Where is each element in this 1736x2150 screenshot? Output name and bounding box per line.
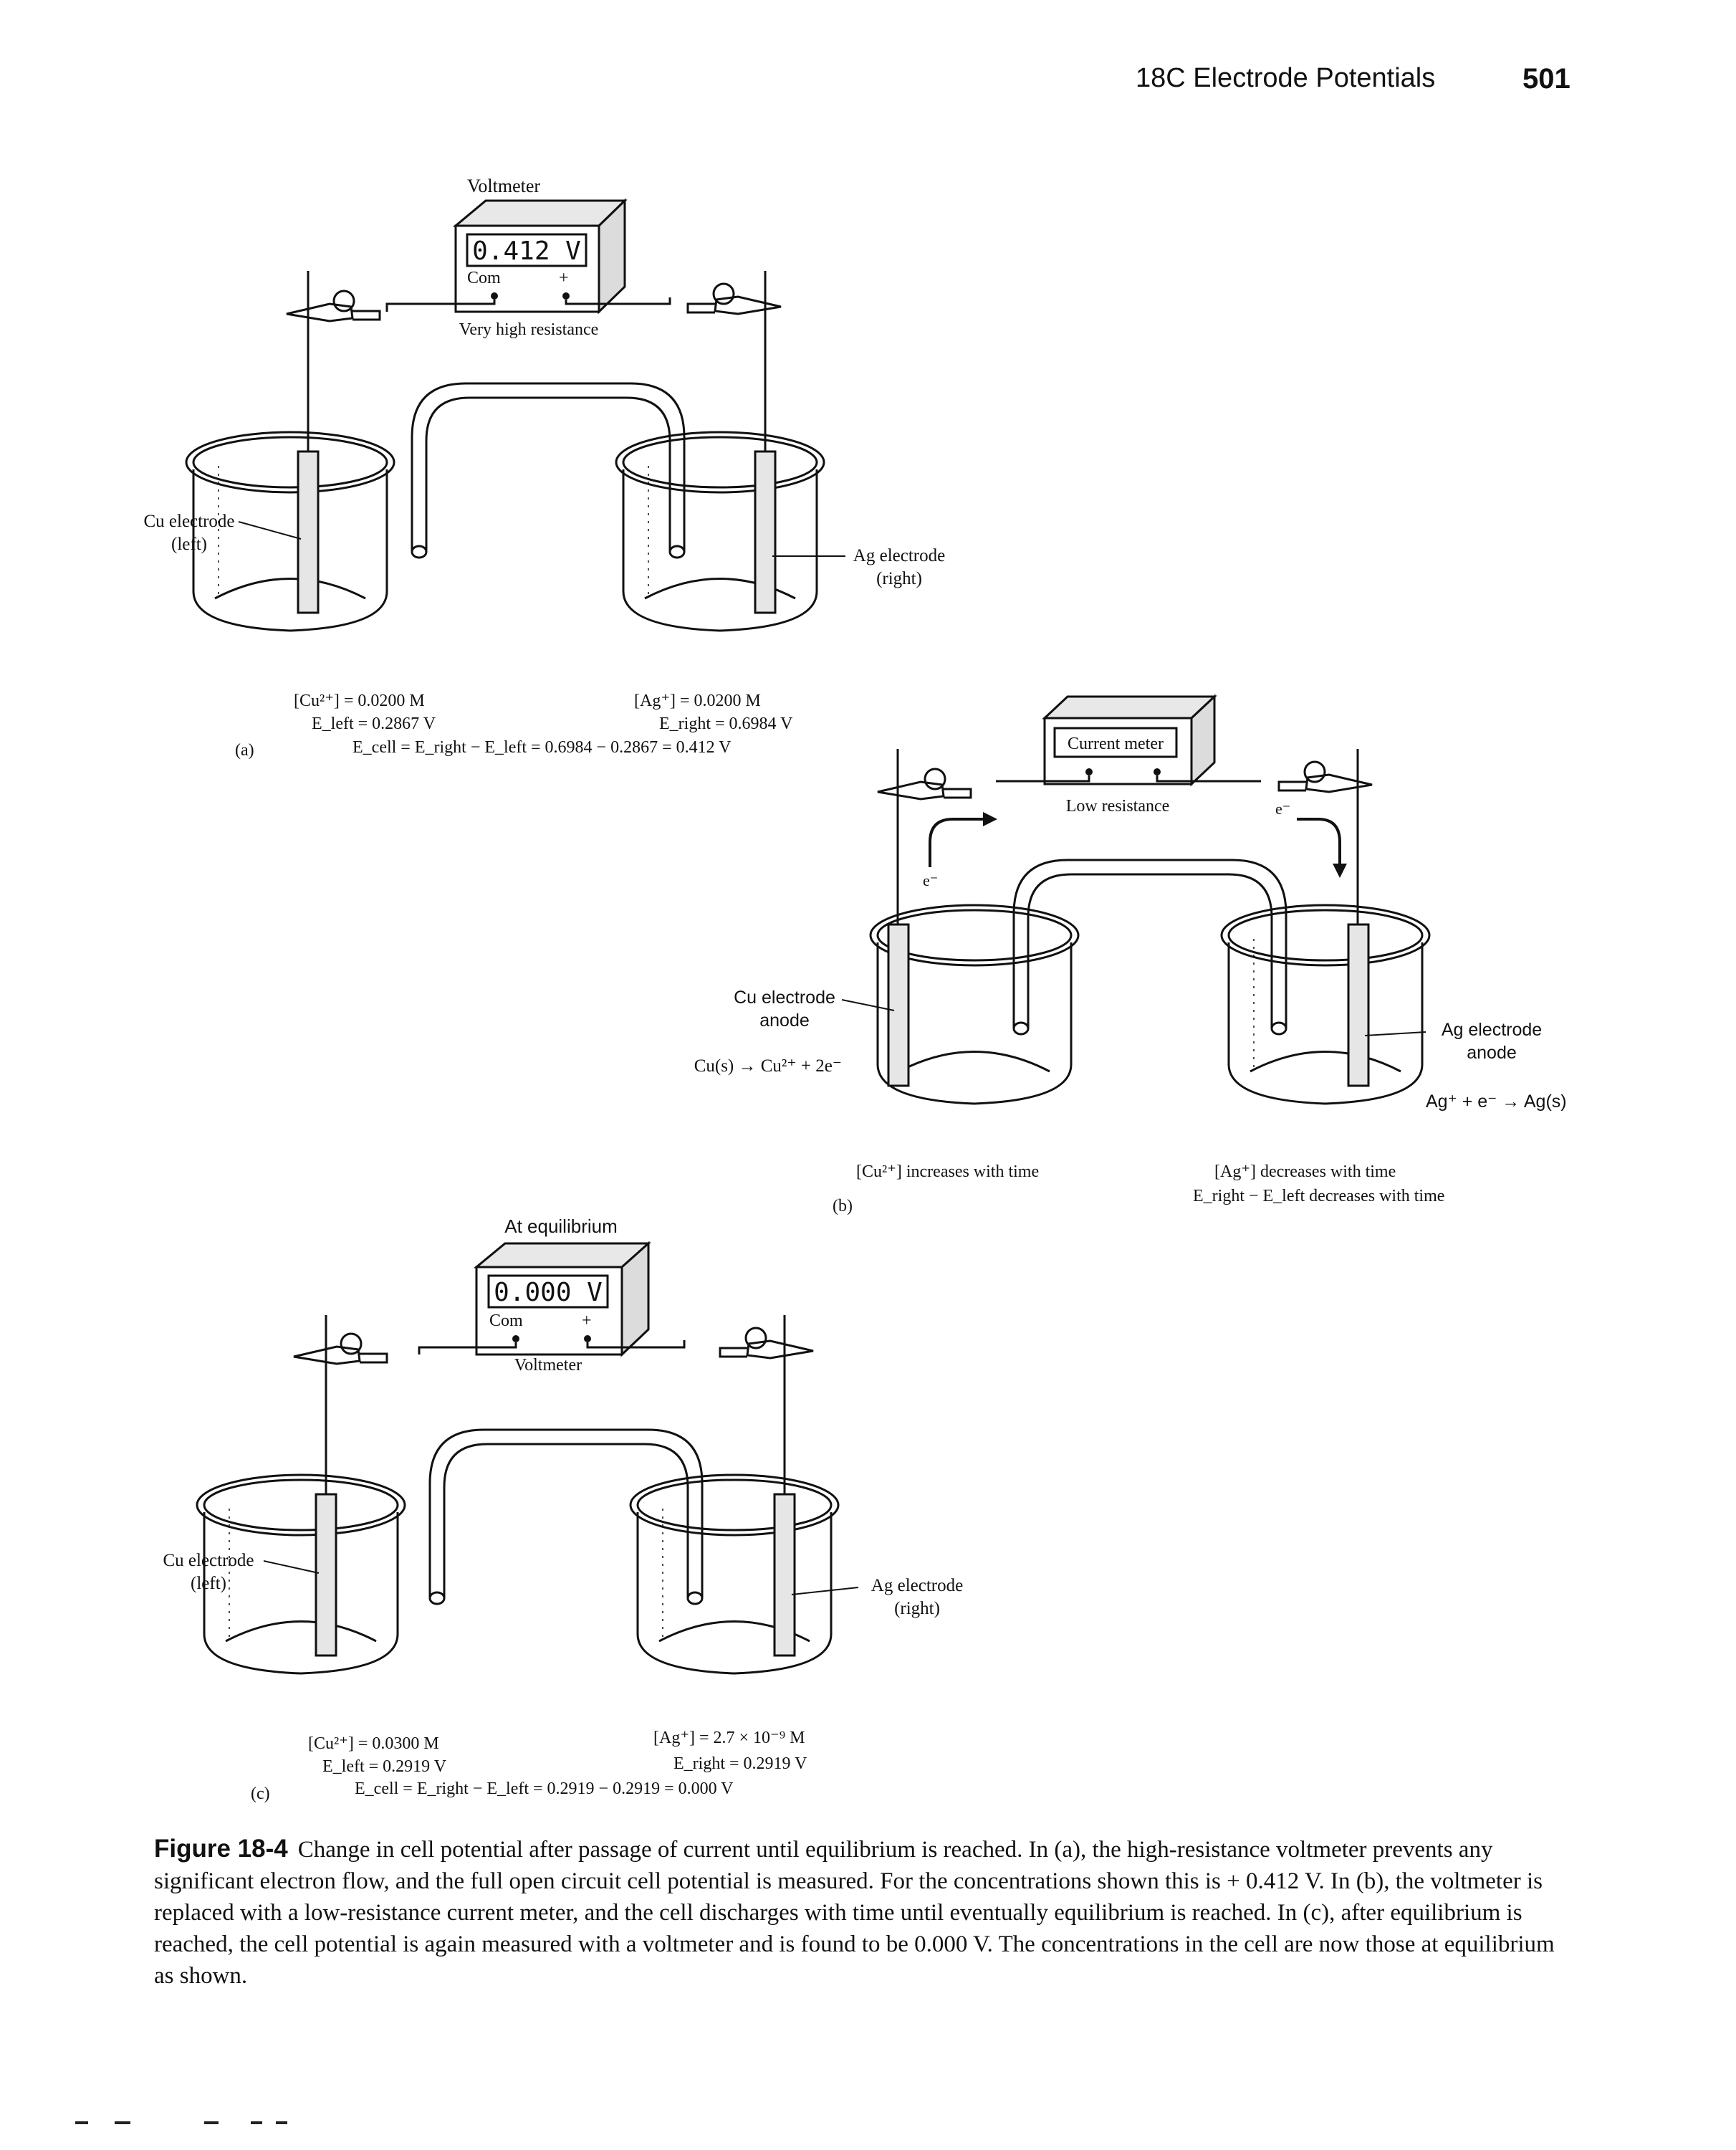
alligator-clip-right-b — [1277, 749, 1373, 946]
panel-c-meter-title: At equilibrium — [504, 1215, 618, 1237]
panel-a-cell-equation: E_cell = E_right − E_left = 0.6984 − 0.2… — [353, 738, 732, 757]
panel-c-cell-equation: E_cell = E_right − E_left = 0.2919 − 0.2… — [355, 1779, 734, 1798]
panel-c-left-electrode-label: Cu electrode — [163, 1551, 254, 1570]
panel-a-left-conc: [Cu²⁺] = 0.0200 M — [294, 692, 425, 710]
beaker-right-b — [1220, 904, 1431, 1105]
alligator-clip-right-a — [686, 271, 782, 469]
panel-c-right-electrode-label: Ag electrode — [871, 1576, 963, 1595]
panel-a-left-electrode-label: Cu electrode — [143, 512, 234, 531]
panel-a-right-conc: [Ag⁺] = 0.0200 M — [634, 692, 761, 710]
alligator-clip-left-c — [292, 1315, 388, 1512]
scan-mark — [204, 2121, 219, 2124]
panel-b-resistance-note: Low resistance — [1066, 797, 1170, 816]
panel-a-open-circuit: Voltmeter 0.412 V Com + Very high resist… — [143, 176, 945, 760]
panel-a-resistance-note: Very high resistance — [459, 320, 599, 339]
panel-b-right-reaction: Ag⁺ + e⁻ → Ag(s) — [1426, 1091, 1567, 1112]
panel-a-right-potential: E_right = 0.6984 V — [659, 715, 793, 733]
panel-c-right-conc: [Ag⁺] = 2.7 × 10⁻⁹ M — [653, 1729, 805, 1747]
alligator-clip-left-a — [285, 271, 381, 469]
voltmeter-a-com-label: Com — [467, 269, 501, 287]
panel-c-right-electrode-sub: (right) — [894, 1599, 940, 1618]
panel-a-left-potential: E_left = 0.2867 V — [312, 715, 436, 733]
panel-a-meter-title: Voltmeter — [467, 176, 540, 196]
electron-arrow-left — [929, 812, 997, 867]
ag-electrode-b — [1347, 923, 1370, 1087]
alligator-clip-right-c — [719, 1315, 815, 1512]
panel-b-left-electrode-sub: anode — [759, 1010, 810, 1031]
panel-c-left-potential: E_left = 0.2919 V — [322, 1757, 447, 1776]
figure-caption-text: Change in cell potential after passage o… — [154, 1837, 1555, 1989]
panel-a-letter: (a) — [235, 741, 254, 760]
page-number: 501 — [1522, 63, 1570, 95]
salt-bridge-c — [428, 1428, 704, 1605]
panel-b-right-electrode-sub: anode — [1467, 1043, 1517, 1063]
panel-c-meter-label: Voltmeter — [514, 1356, 582, 1375]
panel-b-left-note: [Cu²⁺] increases with time — [856, 1162, 1039, 1181]
ag-electrode-a — [754, 450, 777, 614]
panel-b-left-electrode-label: Cu electrode — [734, 988, 835, 1008]
panel-c-left-conc: [Cu²⁺] = 0.0300 M — [308, 1734, 439, 1753]
panel-b-right-note-2: E_right − E_left decreases with time — [1193, 1187, 1444, 1205]
figure-caption-label: Figure 18-4 — [154, 1835, 288, 1863]
panel-c-right-potential: E_right = 0.2919 V — [673, 1754, 807, 1773]
beaker-right-a — [615, 431, 825, 632]
panel-c-equilibrium: At equilibrium 0.000 V Com + Voltmeter — [163, 1215, 963, 1803]
electron-label-right: e⁻ — [1275, 800, 1290, 818]
salt-bridge-a — [411, 382, 686, 559]
voltmeter-c: 0.000 V Com + — [473, 1241, 651, 1357]
alligator-clip-left-b — [876, 749, 972, 946]
scan-mark — [251, 2121, 262, 2124]
voltmeter-c-display: 0.000 V — [494, 1278, 603, 1307]
panel-b-letter: (b) — [833, 1197, 853, 1215]
voltmeter-c-plus-label: + — [582, 1312, 592, 1330]
panel-c-letter: (c) — [251, 1784, 270, 1803]
electron-label-left: e⁻ — [923, 871, 938, 889]
voltmeter-a-display: 0.412 V — [472, 236, 581, 266]
voltmeter-c-com-label: Com — [489, 1312, 523, 1330]
panel-b-right-note-1: [Ag⁺] decreases with time — [1214, 1162, 1396, 1181]
cu-electrode-b — [887, 923, 910, 1087]
beaker-right-c — [629, 1473, 840, 1675]
beaker-left-a — [185, 431, 395, 632]
scan-mark — [276, 2121, 287, 2124]
current-meter-b: Current meter — [1042, 694, 1217, 787]
cu-electrode-c — [315, 1493, 337, 1657]
panel-c-left-electrode-sub: (left) — [191, 1574, 226, 1593]
panel-b-right-electrode-label: Ag electrode — [1442, 1020, 1542, 1040]
cu-electrode-a — [297, 450, 320, 614]
scan-mark — [115, 2121, 130, 2124]
voltmeter-a: 0.412 V Com + — [452, 198, 628, 315]
scan-mark — [75, 2121, 88, 2124]
panel-a-right-electrode-label: Ag electrode — [853, 546, 945, 565]
panel-b-discharge: Current meter Low resistance e⁻ e⁻ — [694, 694, 1567, 1215]
figure-18-4: Voltmeter 0.412 V Com + Very high resist… — [143, 176, 1567, 1803]
voltmeter-a-plus-label: + — [559, 269, 569, 287]
beaker-left-c — [196, 1473, 406, 1675]
ag-electrode-c — [773, 1493, 796, 1657]
electron-arrow-right — [1297, 818, 1347, 878]
running-head-section: 18C Electrode Potentials — [1136, 63, 1436, 93]
current-meter-label: Current meter — [1068, 735, 1164, 753]
panel-a-right-electrode-sub: (right) — [876, 569, 922, 588]
panel-a-left-electrode-sub: (left) — [171, 535, 207, 554]
salt-bridge-b — [1012, 859, 1287, 1036]
panel-b-left-reaction: Cu(s) → Cu²⁺ + 2e⁻ — [694, 1056, 842, 1076]
